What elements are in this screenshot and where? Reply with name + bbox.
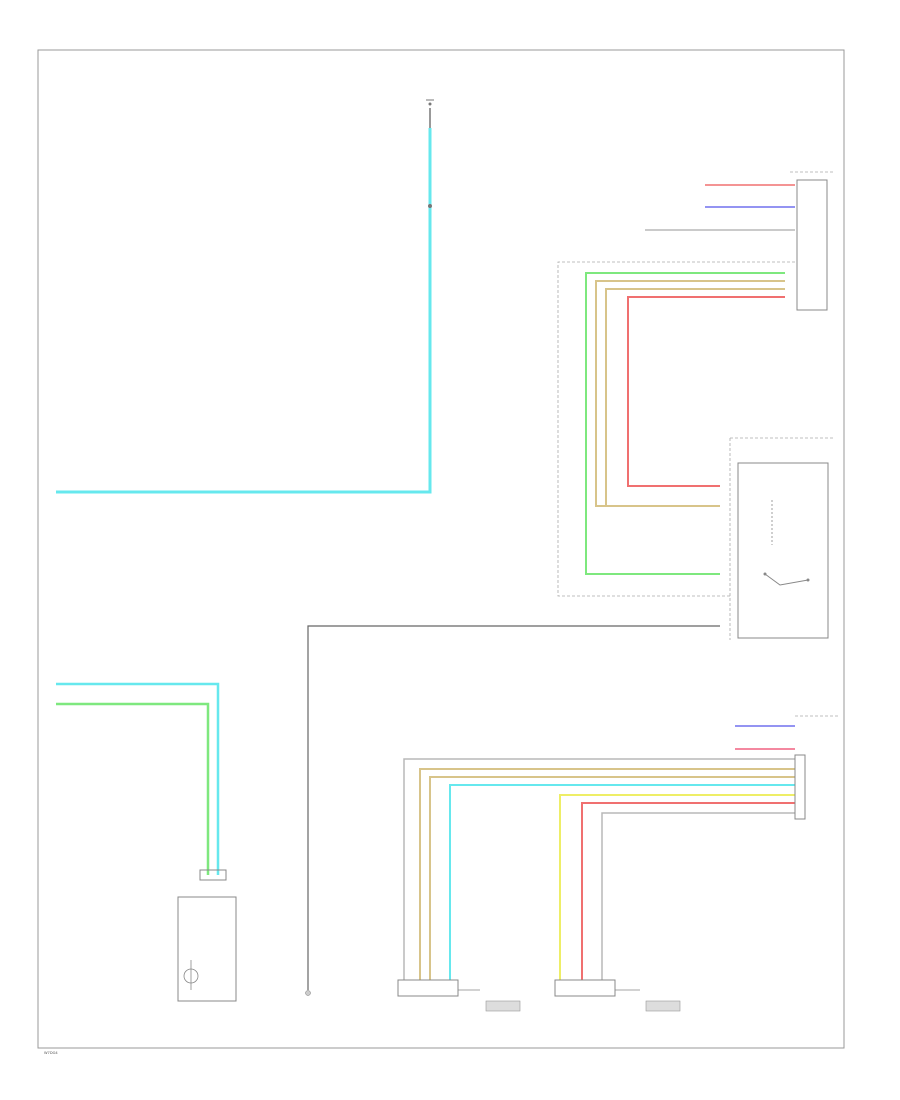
wire-tan-lower-a xyxy=(419,768,795,980)
wire-cyan-trunk xyxy=(56,128,432,494)
wire-cyan-lower xyxy=(449,784,795,980)
fuse-icon xyxy=(426,99,434,106)
splice-dot xyxy=(428,204,432,208)
wire-red-bundle xyxy=(627,296,785,487)
wire-cyan-left-lower xyxy=(56,682,220,875)
wire-gray-lower-a xyxy=(403,758,795,980)
sensor-connector xyxy=(199,869,227,881)
module-bottom-left xyxy=(397,979,521,1012)
wire-yellow-lower xyxy=(559,794,795,980)
wire-tan-bundle-b xyxy=(605,288,785,506)
diagram-frame xyxy=(37,49,845,1049)
wire-black-middle xyxy=(307,625,720,990)
wire-green-left-lower xyxy=(56,702,210,875)
sensor-coil-icon xyxy=(183,960,199,990)
relay-switch-icon xyxy=(763,500,810,586)
wire-green-bundle xyxy=(585,272,785,575)
wire-tan-lower-b xyxy=(429,776,795,980)
module-bottom-right xyxy=(554,979,681,1012)
relay-box xyxy=(737,462,829,639)
ecu-box xyxy=(796,179,828,311)
dashed-boundary-upper xyxy=(557,261,795,597)
wire-red-lower xyxy=(581,802,795,980)
wire-gray-lower-b xyxy=(601,812,795,980)
ground-icon xyxy=(305,990,311,996)
page-number: W7DG4 xyxy=(44,1051,58,1055)
lower-right-connector xyxy=(794,754,806,820)
sensor-box xyxy=(177,896,237,1002)
wire-tan-bundle-a xyxy=(595,280,785,507)
